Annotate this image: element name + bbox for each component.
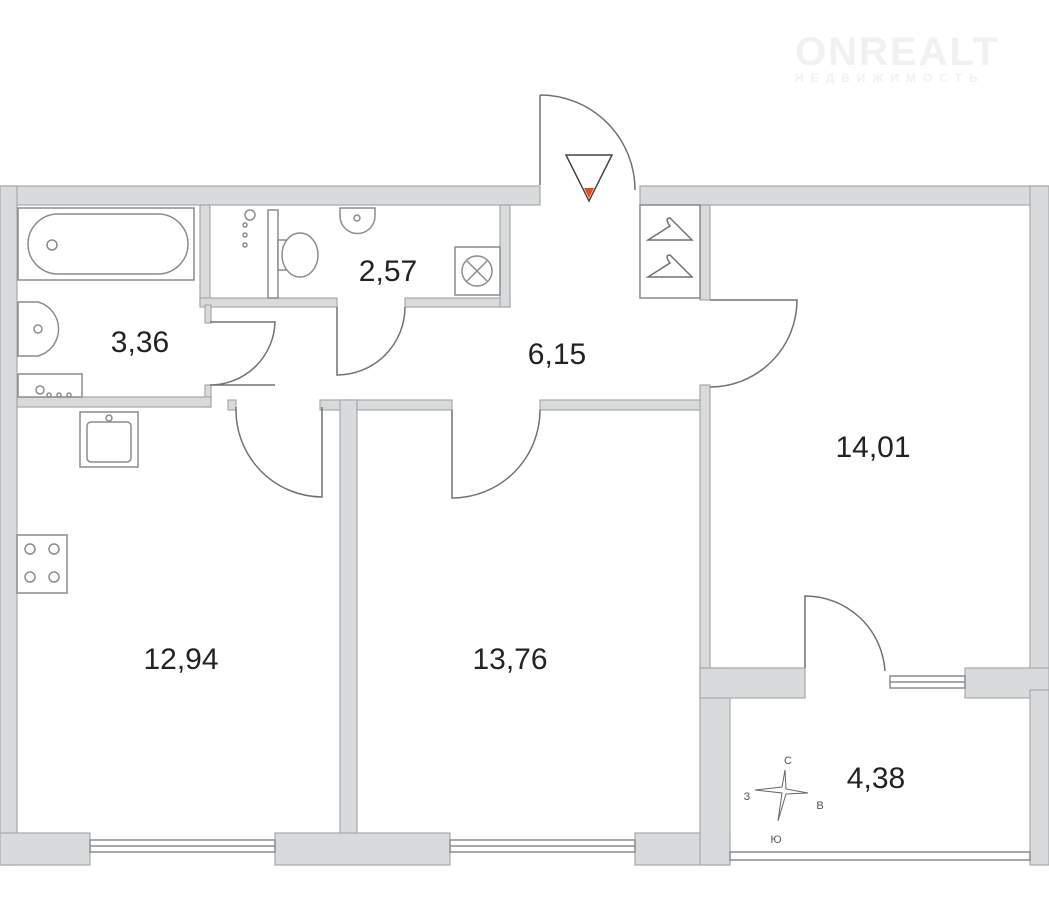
compass-south: Ю: [770, 834, 782, 846]
washing-machine-counter: [17, 373, 83, 398]
watermark-logo: ONREALT НЕДВИЖИМОСТЬ: [795, 30, 1000, 85]
toilet-sink: [339, 207, 376, 235]
ventilation-shaft: [454, 246, 501, 296]
shower-fixture: [242, 209, 256, 248]
room-area-toilet: 2,57: [358, 255, 418, 288]
room-area-kitchen: 12,94: [143, 643, 219, 676]
compass-north: С: [784, 755, 792, 767]
compass-east: В: [816, 800, 824, 812]
wardrobe-hangers: [639, 204, 701, 299]
kitchen-sink: [79, 411, 139, 468]
room-area-hallway: 6,15: [527, 338, 587, 371]
compass-west: З: [743, 791, 751, 803]
room-area-bathroom: 3,36: [110, 326, 170, 359]
room-area-bedroom: 14,01: [835, 431, 911, 464]
stove: [16, 534, 68, 594]
toilet-bowl: [267, 209, 319, 299]
room-area-living-room: 13,76: [472, 643, 548, 676]
walls: [0, 185, 1049, 866]
room-area-balcony: 4,38: [846, 762, 906, 795]
washbasin: [17, 301, 60, 357]
compass-rose-icon: [754, 769, 809, 822]
entrance-marker: [564, 154, 614, 203]
doors: [209, 94, 886, 672]
windows: [89, 675, 1031, 861]
bathtub: [17, 207, 195, 281]
